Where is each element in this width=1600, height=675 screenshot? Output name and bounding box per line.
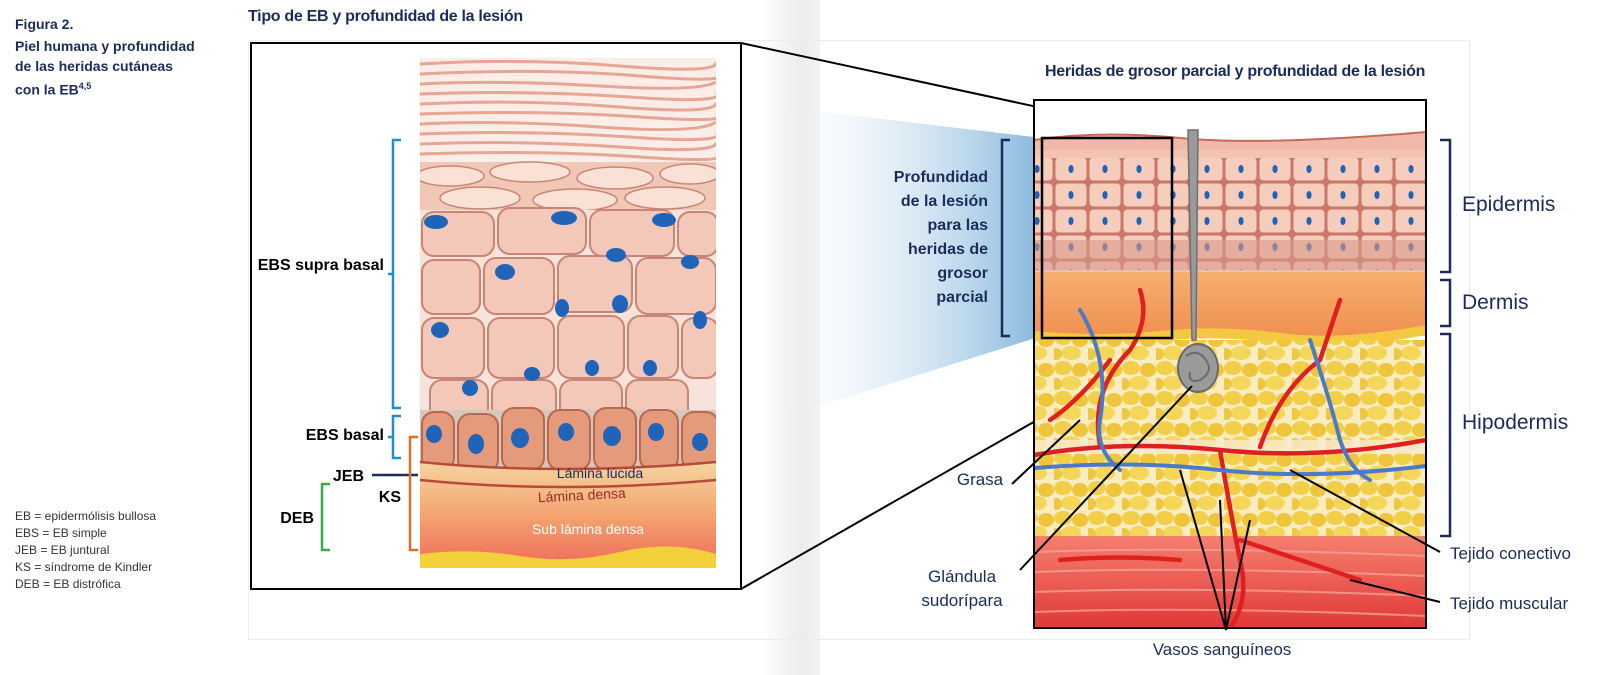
right-skin-frame	[1033, 99, 1427, 629]
depth-label-line: Profundidad	[894, 169, 988, 186]
full-skin-cross-section	[1034, 100, 1426, 628]
deb-bracket	[320, 482, 330, 552]
left-panel-title: Tipo de EB y profundidad de la lesión	[248, 8, 523, 25]
ks-bracket	[408, 435, 418, 552]
glandula-label-line-1: Glándula	[928, 567, 997, 586]
zoom-box	[1040, 136, 1174, 340]
sub-lamina-densa-label: Sub lámina densa	[532, 521, 644, 537]
ebs-basal-bracket	[388, 414, 401, 460]
annotation-leaders	[1011, 385, 1441, 631]
abbreviations-legend: EB = epidermólisis bullosa EBS = EB simp…	[15, 508, 156, 593]
glandula-label-line-2: sudorípara	[921, 591, 1003, 610]
depth-highlight-beam	[756, 104, 1042, 426]
abbreviation-item: EB = epidermólisis bullosa	[15, 509, 157, 523]
epidermis-label: Epidermis	[1462, 193, 1555, 216]
depth-label-line: heridas de	[908, 241, 988, 258]
tejido-conectivo-label: Tejido conectivo	[1450, 544, 1571, 563]
abbreviation-item: DEB = EB distrófica	[15, 577, 121, 591]
figure-title-line-2: de las heridas cutáneas	[15, 58, 173, 74]
deb-label: DEB	[280, 510, 314, 527]
epidermis-cross-section	[420, 58, 716, 568]
tejido-muscular-label: Tejido muscular	[1450, 594, 1568, 613]
depth-label: Profundidad de la lesión para las herida…	[894, 169, 988, 306]
depth-label-line: para las	[928, 217, 989, 234]
ebs-supra-basal-bracket	[388, 138, 401, 410]
depth-label-line: parcial	[936, 289, 988, 306]
dermis-bracket	[1440, 278, 1452, 328]
ebs-basal-label: EBS basal	[306, 427, 384, 444]
abbreviation-item: JEB = EB juntural	[15, 543, 110, 557]
depth-label-line: de la lesión	[901, 193, 988, 210]
figure-title-line-3: con la EB	[15, 81, 79, 98]
layer-brackets	[1440, 138, 1452, 538]
figure-title-superscript: 4,5	[78, 81, 92, 91]
figure-panel	[248, 40, 1470, 640]
abbreviation-item: EBS = EB simple	[15, 526, 107, 540]
ks-label: KS	[379, 489, 402, 506]
figure-number: Figura 2.	[15, 16, 74, 32]
hipodermis-bracket	[1440, 332, 1452, 538]
depth-label-line: grosor	[937, 265, 988, 282]
ebs-supra-basal-label: EBS supra basal	[258, 257, 384, 274]
hipodermis-label: Hipodermis	[1462, 411, 1568, 434]
figure-title-line-1: Piel humana y profundidad	[15, 38, 195, 54]
figure-title: Piel humana y profundidad de las heridas…	[15, 36, 225, 100]
vasos-sanguineos-label: Vasos sanguíneos	[1153, 640, 1292, 659]
abbreviation-item: KS = síndrome de Kindler	[15, 560, 153, 574]
lamina-densa-label: Lámina densa	[537, 485, 626, 506]
depth-bracket	[1000, 138, 1010, 338]
grasa-label: Grasa	[957, 470, 1004, 489]
jeb-label: JEB	[333, 468, 364, 485]
lamina-lucida-label: Lámina lúcida	[557, 465, 644, 481]
right-panel-title: Heridas de grosor parcial y profundidad …	[1045, 63, 1426, 80]
epidermis-bracket	[1440, 138, 1452, 274]
dermis-label: Dermis	[1462, 291, 1529, 314]
